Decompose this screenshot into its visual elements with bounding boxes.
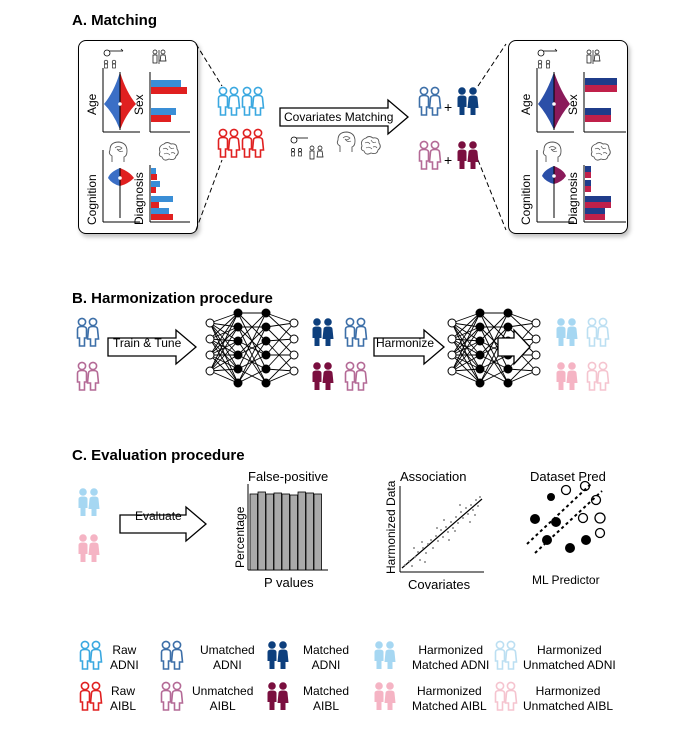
prediction-points — [530, 480, 606, 553]
dataset-pred-title: Dataset Pred — [530, 469, 606, 484]
section-c-graphics — [78, 480, 606, 573]
covariate-icons — [290, 136, 324, 160]
left-diagnosis-label: Diagnosis — [132, 172, 146, 225]
right-diagnosis-label: Diagnosis — [566, 172, 580, 225]
right-cognition-label: Cognition — [519, 174, 533, 225]
unmatched-aibl-group — [418, 140, 442, 170]
evaluate-label: Evaluate — [135, 509, 182, 523]
false-positive-title: False-positive — [248, 469, 329, 484]
evaluate-arrow — [119, 505, 208, 543]
left-sex-label: Sex — [132, 94, 146, 115]
covariates-axis-label: Covariates — [408, 577, 471, 592]
section-c-title: C. Evaluation procedure — [72, 447, 245, 464]
zoom-line — [195, 159, 223, 231]
zoom-line — [195, 43, 223, 87]
decision-boundary — [526, 482, 593, 545]
gender-symbol-icon — [537, 48, 558, 69]
right-covariate-panel — [508, 40, 628, 234]
harmonized-data-axis-label: Harmonized Data — [384, 480, 398, 574]
right-panel-plots — [536, 48, 626, 223]
sex-person-icon — [152, 49, 167, 64]
section-b-graphics — [76, 308, 610, 391]
raw-aibl-group — [217, 128, 265, 158]
matching-arrow — [279, 98, 410, 136]
output-arrow — [497, 328, 531, 366]
matched-aibl-group — [457, 141, 479, 169]
unmatched-adni-group — [418, 86, 442, 116]
sex-person-icon — [586, 49, 601, 64]
percentage-axis-label: Percentage — [233, 506, 247, 568]
harmonize-arrow — [373, 328, 446, 366]
right-sex-label: Sex — [566, 94, 580, 115]
cognition-head-icon — [336, 131, 356, 153]
p-values-axis-label: P values — [264, 575, 314, 590]
false-positive-bars — [249, 491, 322, 571]
left-age-label: Age — [85, 93, 99, 115]
association-title: Association — [400, 469, 467, 484]
neural-network-icon — [205, 308, 299, 388]
raw-adni-group — [217, 86, 265, 116]
brain-icon — [360, 136, 381, 155]
plus-sign: + — [444, 99, 453, 115]
plus-sign: + — [444, 152, 453, 168]
left-panel-plots — [102, 48, 190, 223]
regression-line — [401, 498, 483, 569]
ml-predictor-label: ML Predictor — [532, 573, 600, 587]
gender-symbol-icon — [103, 48, 124, 69]
left-cognition-label: Cognition — [85, 174, 99, 225]
train-tune-label: Train & Tune — [113, 336, 182, 350]
zoom-line — [477, 159, 507, 231]
zoom-line — [477, 43, 507, 87]
train-arrow — [107, 328, 198, 366]
section-a-title: A. Matching — [72, 12, 157, 29]
section-b-title: B. Harmonization procedure — [72, 290, 273, 307]
right-age-label: Age — [519, 93, 533, 115]
left-covariate-panel — [78, 40, 198, 234]
association-points — [404, 496, 481, 567]
harmonize-label: Harmonize — [376, 336, 435, 350]
matched-adni-group — [457, 87, 479, 115]
covariates-matching-label: Covariates Matching — [284, 110, 394, 124]
